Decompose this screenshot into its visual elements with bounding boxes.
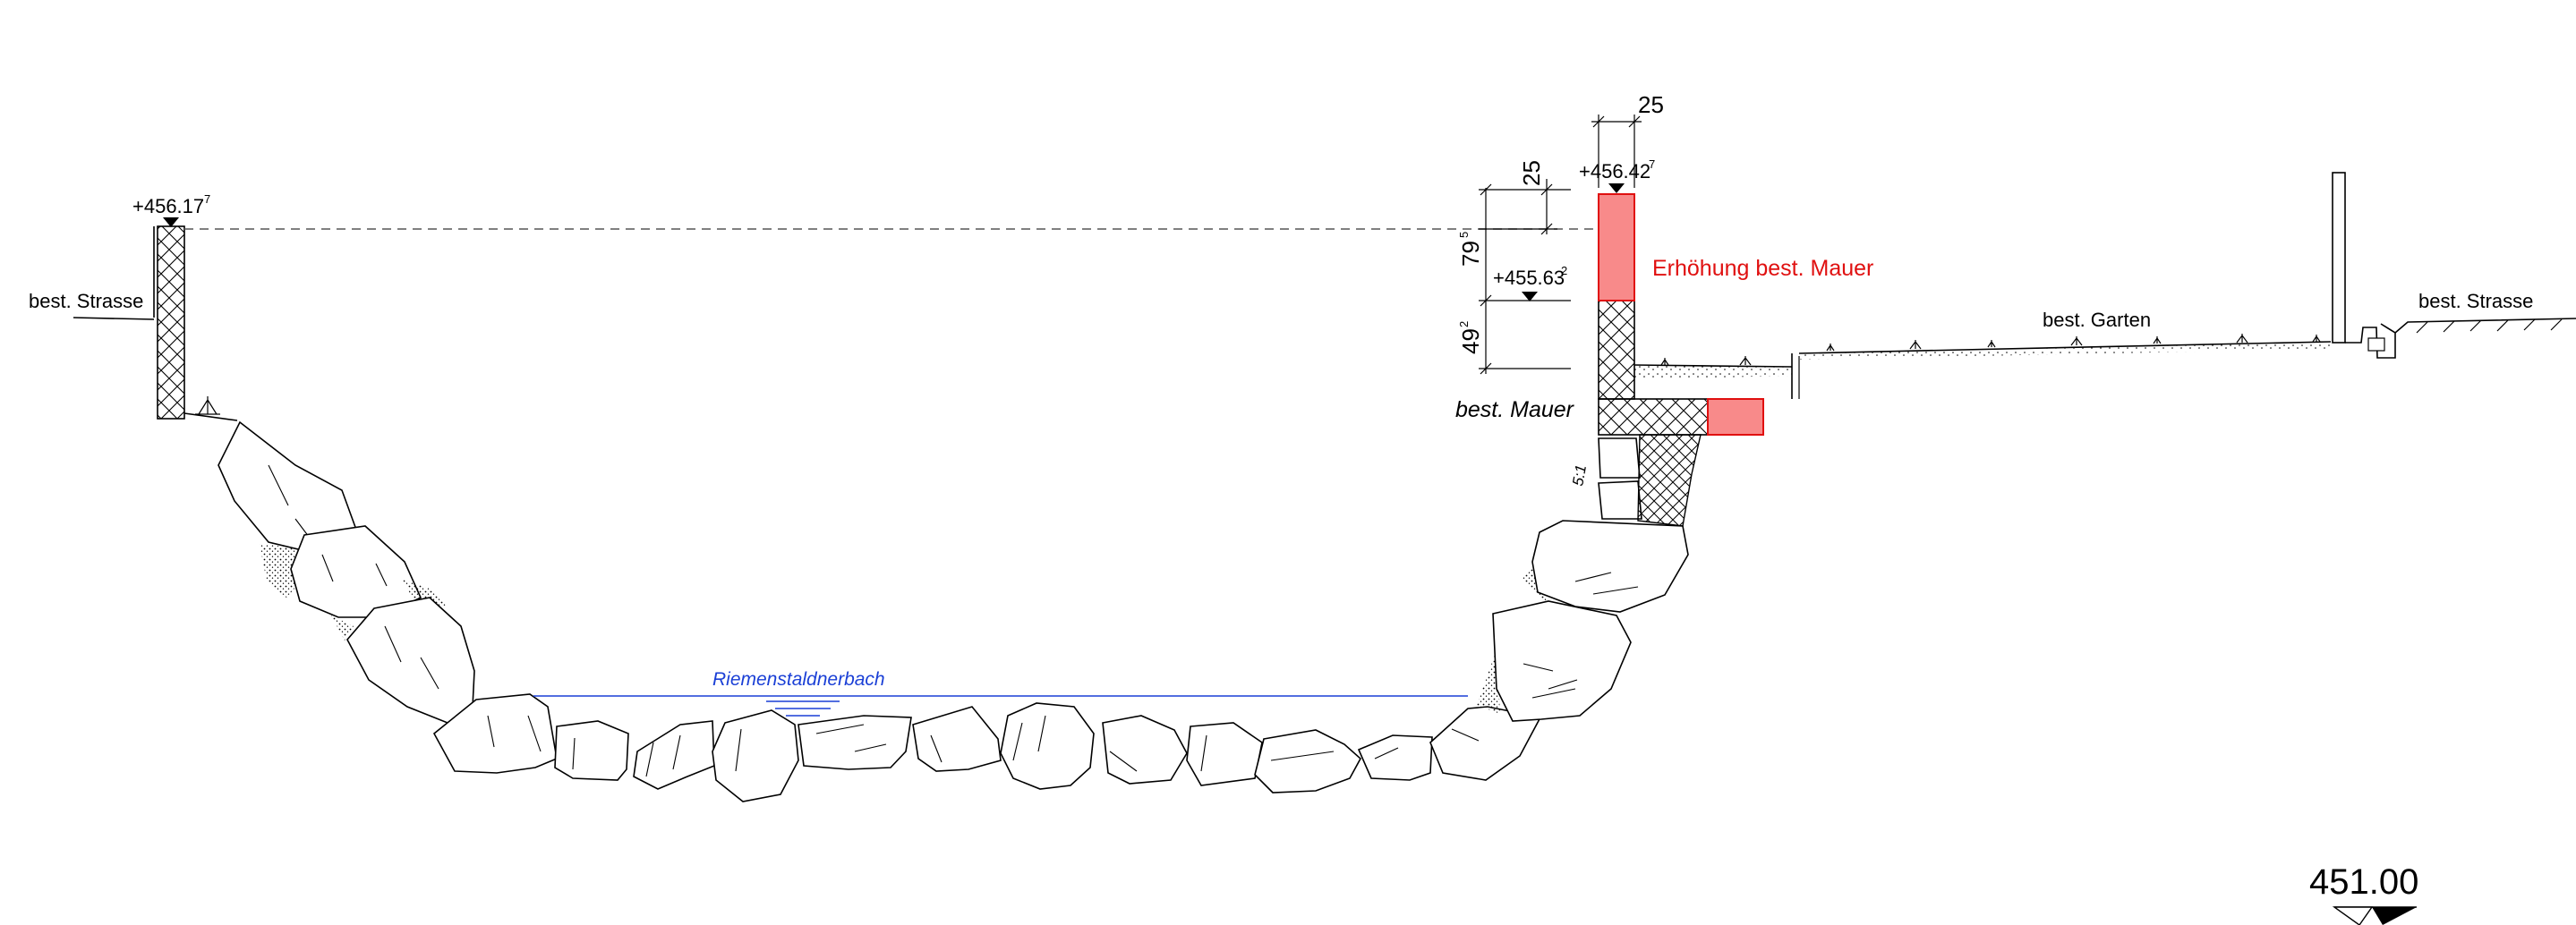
reference-level-value: 451.00	[2309, 862, 2418, 902]
right-bank	[1429, 172, 2576, 781]
left-level-tag: +456.17 7	[132, 192, 210, 227]
grass-tuft-icon	[1660, 334, 2321, 366]
dimension-width: 25	[1591, 91, 1664, 188]
level-marker-icon	[1522, 292, 1538, 301]
left-level-value: +456.17	[132, 195, 204, 217]
boulder	[712, 709, 799, 802]
wall-stone	[1598, 437, 1641, 479]
ground-line	[1633, 364, 1793, 368]
top-level-sup: 7	[1649, 157, 1655, 171]
level-marker-icon	[1608, 183, 1625, 193]
boulder	[912, 706, 1002, 772]
dimension-chain: 25 79 5 49 2	[1457, 160, 1571, 375]
boulder	[1531, 520, 1689, 613]
wall-raise-block	[1598, 193, 1635, 301]
road-hatch	[2416, 318, 2563, 334]
garden-fill	[1799, 342, 2331, 360]
foot-extension-block	[1707, 398, 1764, 436]
fill-gravel	[1477, 649, 1500, 714]
left-road-line	[73, 317, 155, 320]
right-road-line	[2394, 318, 2576, 334]
left-road-label: best. Strasse	[29, 290, 143, 312]
boulder	[1254, 729, 1362, 793]
dim-79-sup: 5	[1457, 232, 1471, 238]
boulder	[346, 597, 475, 726]
boulder	[1492, 600, 1632, 722]
right-road-label: best. Strasse	[2418, 290, 2533, 312]
dim-79-label: 79	[1457, 241, 1484, 267]
existing-wall-stem	[1598, 300, 1635, 400]
top-level-value: +456.42	[1579, 160, 1651, 182]
left-existing-wall	[157, 225, 185, 420]
grass-tuft-icon	[195, 396, 220, 415]
top-level-tag: +456.42 7	[1579, 157, 1655, 193]
wall-level-sup: 2	[1561, 264, 1567, 277]
left-bank	[73, 225, 1433, 802]
raise-label: Erhöhung best. Mauer	[1652, 256, 1873, 281]
hatched-backfill	[1637, 434, 1702, 527]
wall-stone	[1598, 480, 1642, 520]
fence-post	[2332, 172, 2346, 344]
boulder	[432, 693, 558, 774]
dim-25-label: 25	[1518, 160, 1545, 186]
boulder	[554, 720, 629, 781]
wall-label: best. Mauer	[1455, 397, 1575, 422]
left-level-sup: 7	[204, 192, 210, 206]
garden-line	[1798, 341, 2332, 354]
reference-level: 451.00	[2309, 862, 2418, 925]
section-arrow-icon	[2372, 907, 2417, 925]
ground-fill	[1634, 365, 1792, 379]
fill-gravel	[331, 615, 354, 641]
existing-wall-foot	[1598, 398, 1709, 436]
level-marker-icon	[163, 217, 179, 227]
wall-level-tag: +455.63 2	[1493, 264, 1567, 301]
creek-label: Riemenstaldnerbach	[712, 669, 885, 690]
boulder	[1186, 722, 1263, 786]
left-slope-top	[183, 412, 238, 421]
boulder	[633, 720, 715, 790]
dim-width-label: 25	[1638, 91, 1664, 118]
wall-level-value: +455.63	[1493, 267, 1565, 289]
boulder	[1357, 734, 1433, 781]
slope-label: 5:1	[1569, 463, 1590, 488]
dim-49-label: 49	[1457, 328, 1484, 354]
dim-49-sup: 2	[1457, 321, 1471, 327]
water-level-icon	[766, 700, 840, 717]
boulder	[1102, 715, 1188, 785]
boulder	[798, 715, 912, 770]
garden-label: best. Garten	[2043, 309, 2151, 331]
boulder	[1000, 702, 1095, 790]
